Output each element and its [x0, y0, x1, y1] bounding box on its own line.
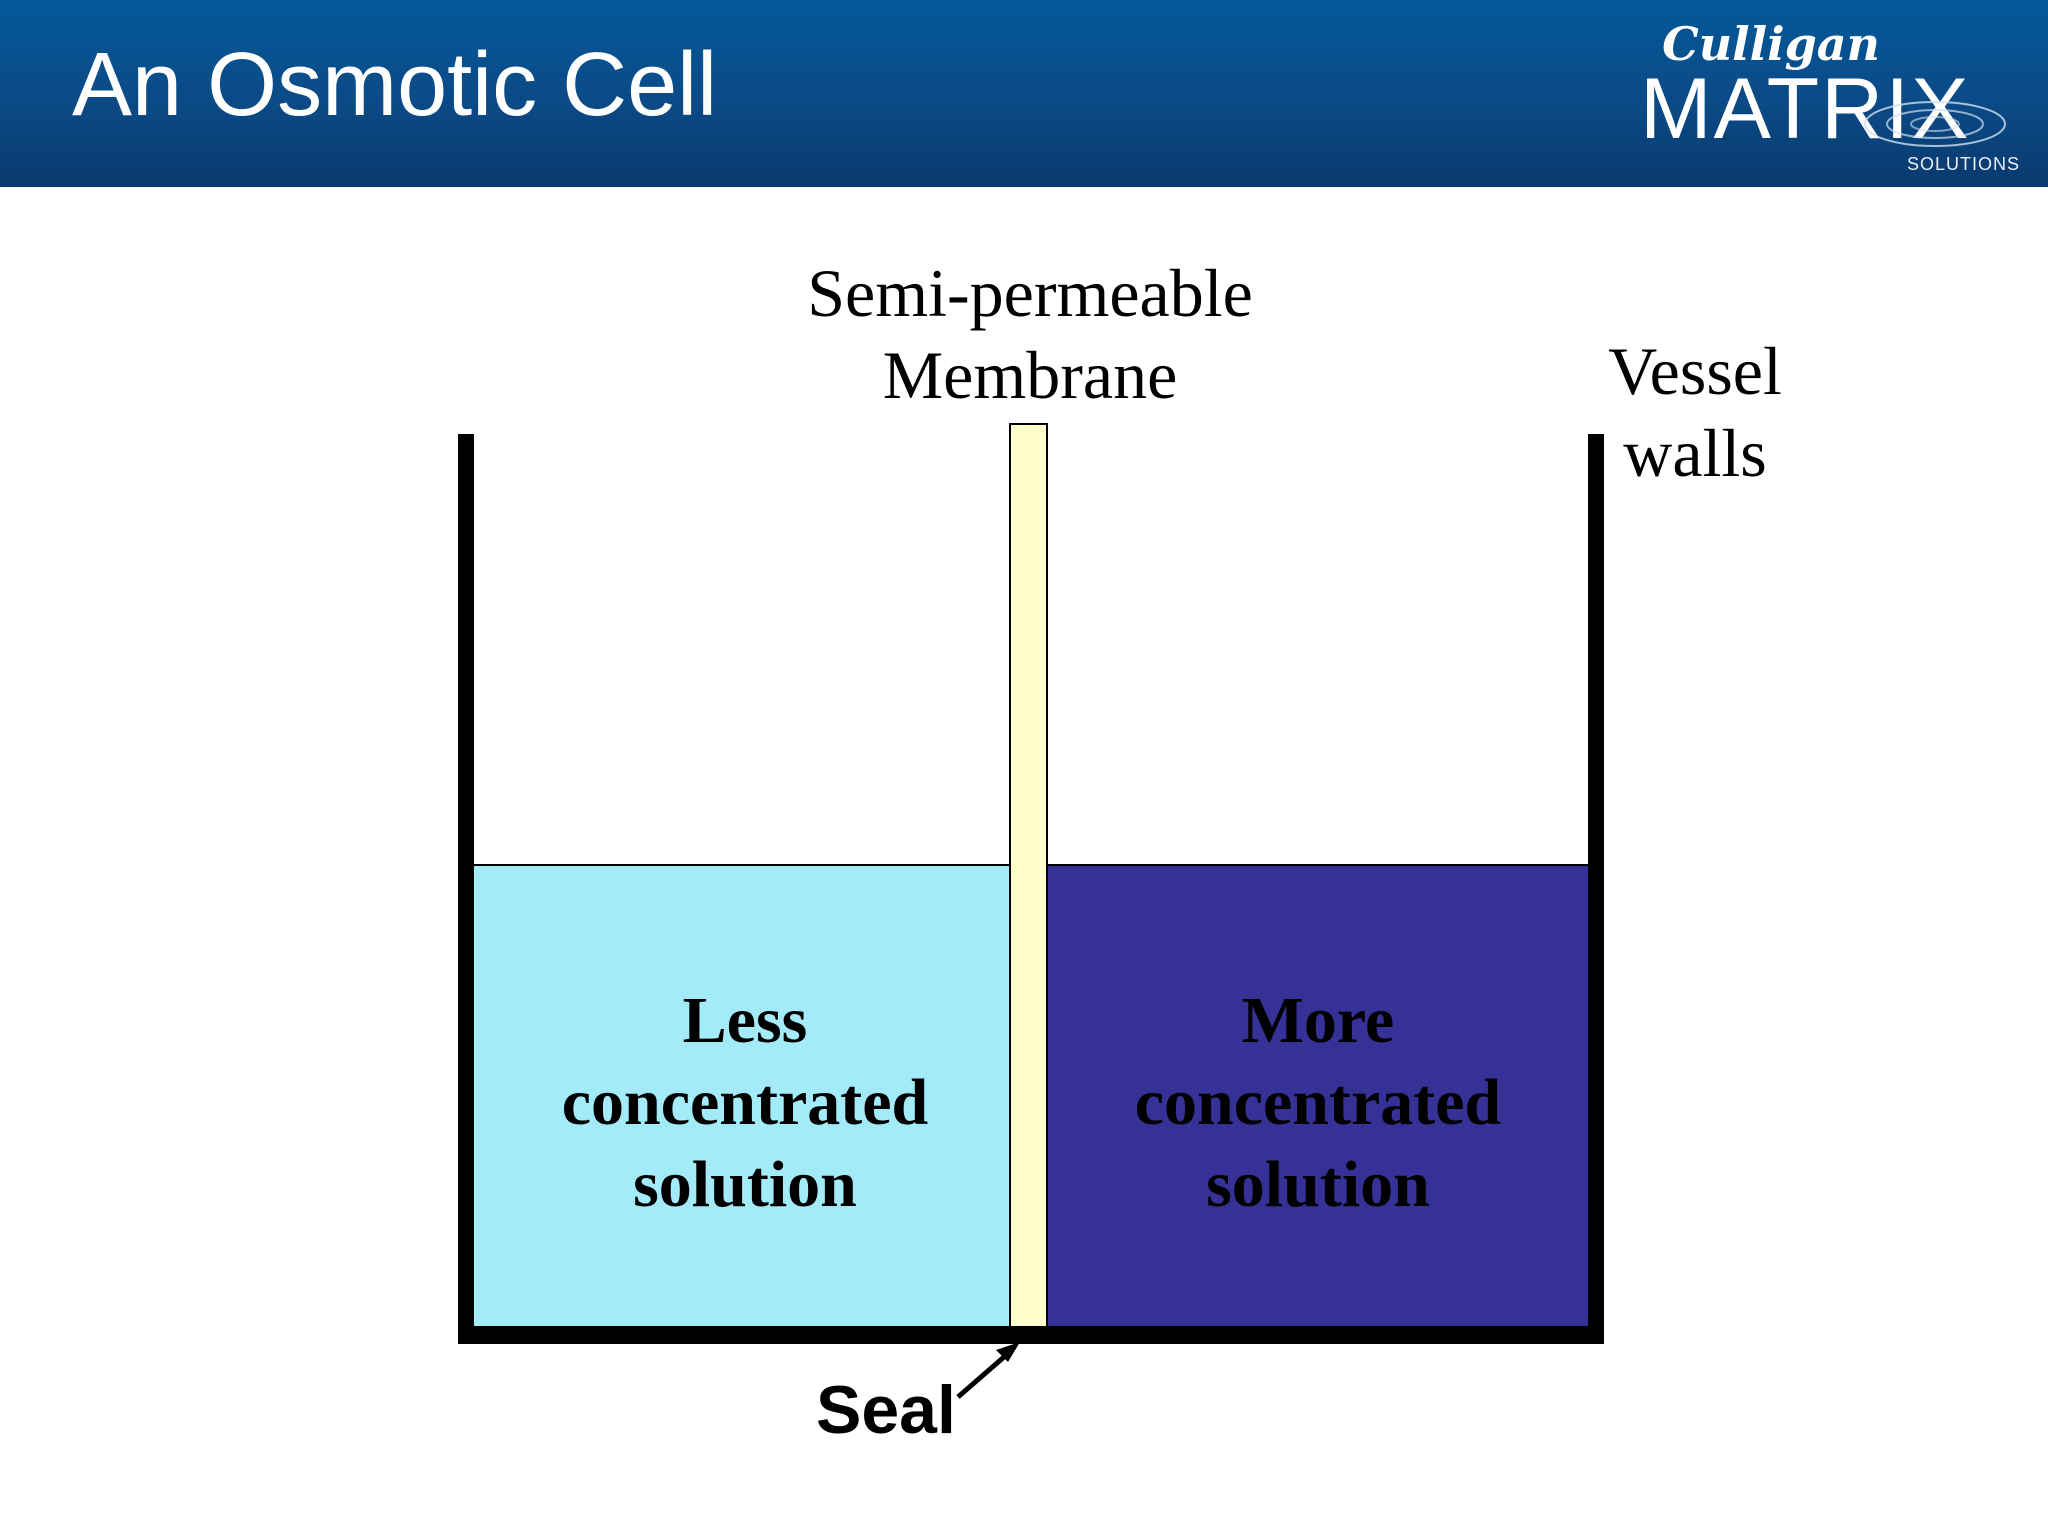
seal-arrow — [956, 1348, 1014, 1399]
vessel-walls-label: Vessel walls — [1608, 333, 1782, 491]
slide-title: An Osmotic Cell — [72, 35, 718, 135]
logo-wordmark: MATRIX — [1640, 61, 1971, 157]
culligan-matrix-logo: Culligan MATRIX SOLUTIONS — [1620, 14, 2040, 174]
less-concentrated-solution-fill — [472, 864, 1011, 1328]
more-concentrated-label: More concentrated solution — [1134, 984, 1502, 1221]
logo-subtitle: SOLUTIONS — [1906, 154, 2020, 174]
logo-swirl-icon — [1864, 101, 2006, 147]
seal-arrowhead — [996, 1342, 1020, 1362]
header-banner: An Osmotic Cell Culligan MATRIX SOLUTION… — [0, 0, 2048, 187]
semi-permeable-membrane — [1009, 423, 1048, 1328]
membrane-label: Semi-permeable Membrane — [807, 255, 1253, 413]
more-concentrated-solution-fill — [1046, 864, 1591, 1328]
less-concentrated-label: Less concentrated solution — [561, 984, 929, 1221]
vessel-walls — [458, 434, 1604, 1344]
seal-label: Seal — [816, 1372, 956, 1448]
logo-script-text: Culligan — [1662, 17, 1880, 71]
